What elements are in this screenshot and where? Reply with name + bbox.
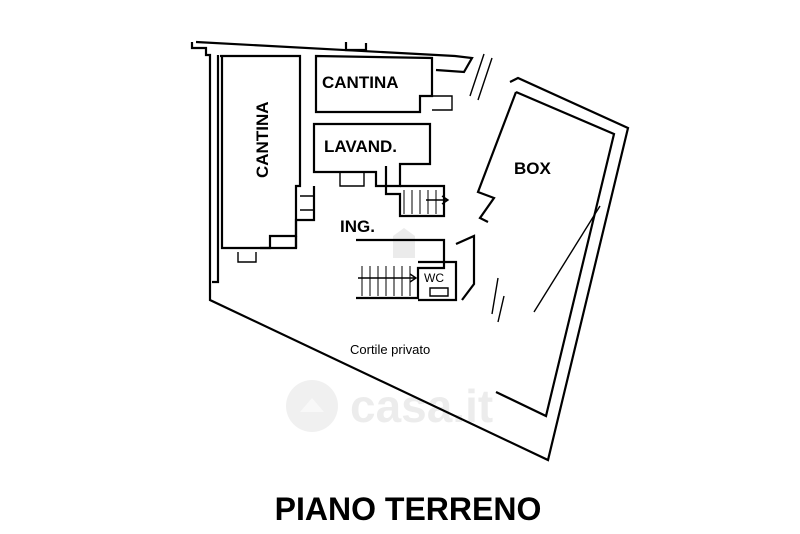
label-cantina-left: CANTINA	[253, 102, 272, 179]
box-room	[469, 53, 616, 418]
label-cantina-top: CANTINA	[322, 73, 399, 92]
label-wc: WC	[424, 271, 444, 285]
plan-title: PIANO TERRENO	[275, 491, 542, 527]
ingresso-area	[294, 166, 446, 300]
stairs-lower	[358, 266, 418, 296]
watermark: casa.it	[286, 228, 493, 432]
label-box: BOX	[514, 159, 552, 178]
wc-room	[418, 234, 476, 302]
cantina-top-room	[314, 54, 453, 114]
label-ingresso: ING.	[340, 217, 375, 236]
stairs-upper	[403, 190, 450, 214]
label-cortile: Cortile privato	[350, 342, 430, 357]
label-lavanderia: LAVAND.	[324, 137, 397, 156]
outer-walls	[190, 40, 630, 462]
